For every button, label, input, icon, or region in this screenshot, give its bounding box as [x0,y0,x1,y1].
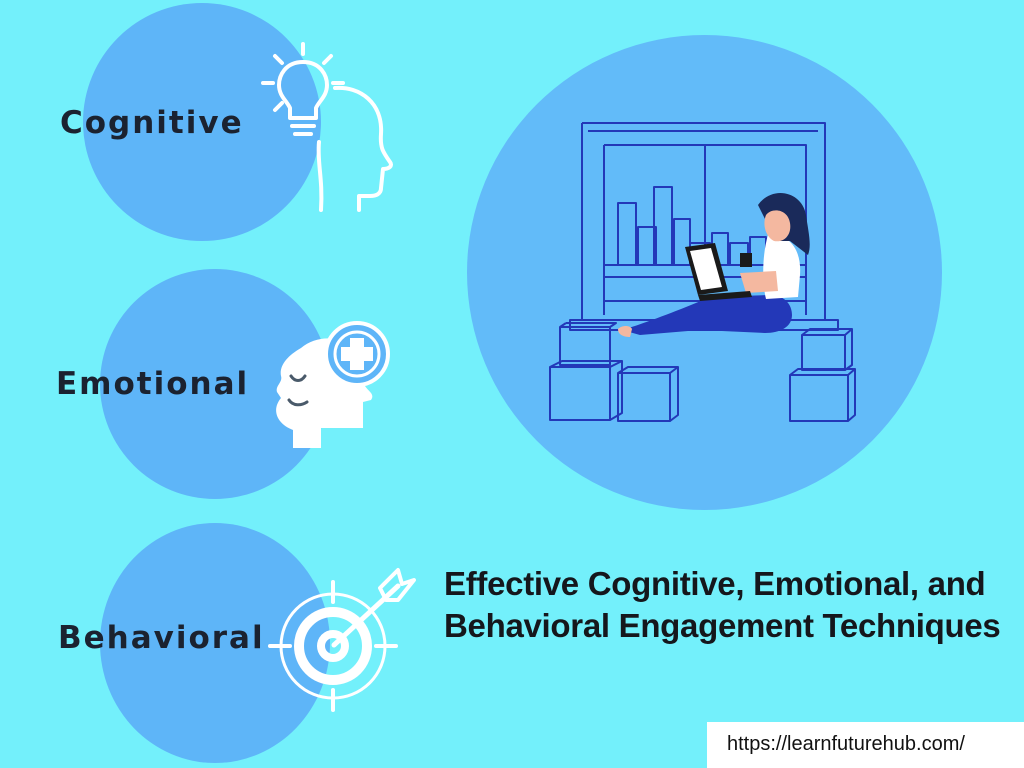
behavioral-circle [100,523,330,763]
cognitive-circle [83,3,321,241]
footer-url-link[interactable]: https://learnfuturehub.com/ [727,733,965,755]
behavioral-label: Behavioral [58,620,265,656]
emotional-label: Emotional [56,366,250,402]
headline-line-2: Behavioral Engagement Techniques [444,607,1001,644]
headline-line-1: Effective Cognitive, Emotional, and [444,565,986,602]
face-plus-icon [265,318,395,450]
headline: Effective Cognitive, Emotional, and Beha… [444,563,1024,647]
footer-url-box: https://learnfuturehub.com/ [707,722,1024,768]
lightbulb-head-icon [255,38,395,213]
cognitive-label: Cognitive [60,105,244,141]
woman-laptop-window-illustration [540,115,870,430]
target-arrow-icon [268,566,418,716]
